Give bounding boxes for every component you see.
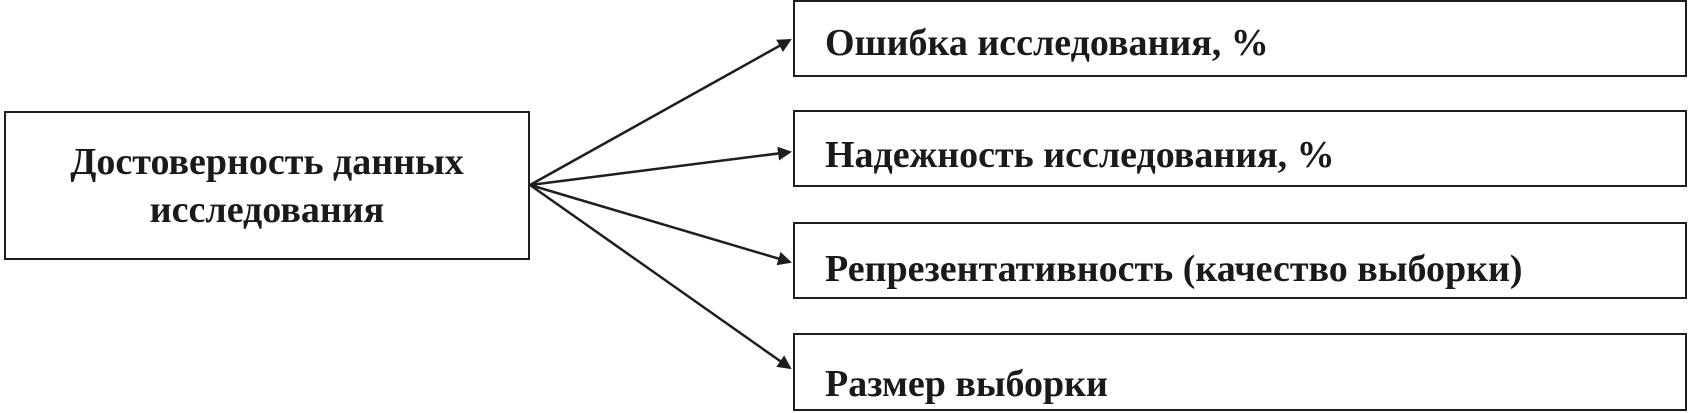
target-node-representativeness: Репрезентативность (качество выборки) bbox=[793, 222, 1687, 299]
source-line-2: исследования bbox=[149, 188, 385, 231]
arrow-to-target-2 bbox=[529, 146, 792, 187]
source-line-1: Достоверность данных bbox=[70, 140, 464, 183]
arrow-to-target-3 bbox=[529, 183, 792, 266]
target-label-representativeness: Репрезентативность (качество выборки) bbox=[825, 248, 1523, 290]
target-node-sample-size: Размер выборки bbox=[793, 333, 1687, 411]
target-label-sample-size: Размер выборки bbox=[825, 363, 1108, 405]
target-node-error: Ошибка исследования, % bbox=[793, 0, 1687, 77]
target-label-reliability: Надежность исследования, % bbox=[825, 134, 1335, 176]
source-node-text: Достоверность данных исследования bbox=[70, 138, 463, 234]
target-label-error: Ошибка исследования, % bbox=[825, 22, 1269, 64]
source-node: Достоверность данных исследования bbox=[4, 111, 530, 260]
arrow-to-target-4 bbox=[529, 183, 792, 370]
arrow-to-target-1 bbox=[529, 38, 792, 187]
target-node-reliability: Надежность исследования, % bbox=[793, 110, 1687, 187]
